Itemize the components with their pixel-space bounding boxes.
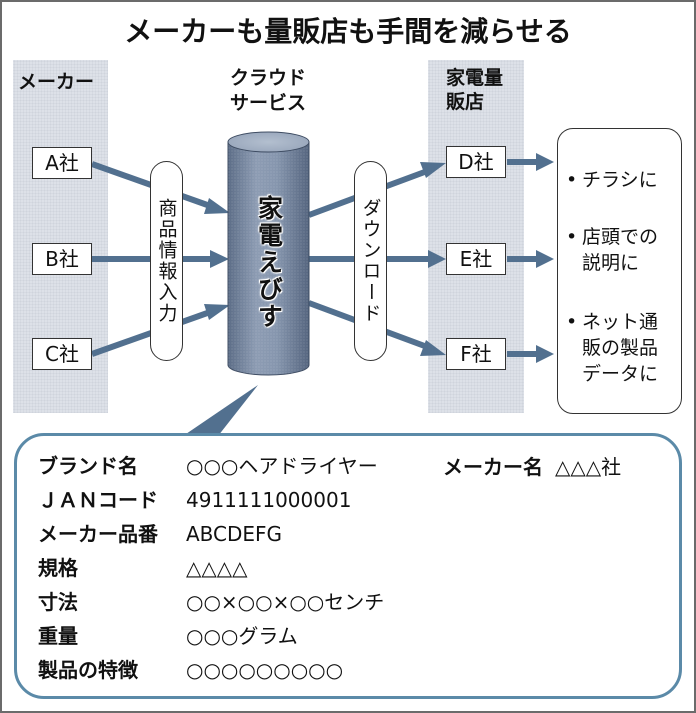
retailers-label-line1: 家電量 xyxy=(446,67,504,89)
bullet: • xyxy=(566,311,578,333)
maker-name-field: メーカー名 △△△社 xyxy=(443,452,621,482)
callout-pointer xyxy=(183,385,258,436)
product-record-panel xyxy=(14,433,682,699)
arrowhead-d-uses xyxy=(536,153,554,171)
arrowhead-f-uses xyxy=(536,345,554,363)
use-item-line: 説明に xyxy=(582,252,640,274)
retailer-box-f: F社 xyxy=(446,338,506,370)
cloud-cylinder xyxy=(227,131,310,376)
retailer-box-d: D社 xyxy=(446,146,506,178)
use-item-line: チラシに xyxy=(582,169,658,191)
field-value: △△△△ xyxy=(186,556,248,580)
cloud-label-line1: クラウド xyxy=(229,67,306,89)
diagram-title: メーカーも量販店も手間を減らせる xyxy=(124,15,572,48)
bullet: • xyxy=(566,226,578,248)
field-value: ○○×○○×○○センチ xyxy=(186,590,385,614)
use-item-line: 販の製品 xyxy=(582,337,659,359)
maker-name-label: メーカー名 xyxy=(443,455,543,479)
maker-box-c: C社 xyxy=(32,338,92,370)
use-item-store: •店頭での 説明に xyxy=(566,224,658,276)
use-item-flyer: •チラシに xyxy=(566,167,658,193)
cloud-service-name: 家電えびす xyxy=(254,195,284,330)
arrowhead-c xyxy=(204,304,230,320)
field-value: ○○○○○○○○○ xyxy=(186,658,344,682)
maker-name-value: △△△社 xyxy=(555,455,622,479)
field-value: ABCDEFG xyxy=(186,522,283,546)
use-item-line: ネット通 xyxy=(582,311,659,333)
arrowhead-e xyxy=(428,250,446,268)
arrowhead-f xyxy=(420,340,446,356)
field-value: 4911111000001 xyxy=(186,488,352,512)
retailers-label-line2: 販店 xyxy=(446,91,485,113)
use-arrows xyxy=(507,153,554,363)
retailer-box-e: E社 xyxy=(446,243,506,275)
arrowhead-d xyxy=(420,162,446,178)
arrowhead-b xyxy=(210,250,229,268)
cloud-label-line2: サービス xyxy=(229,92,306,114)
use-item-online: •ネット通 販の製品 データに xyxy=(566,309,658,387)
field-label: ＪＡＮコード xyxy=(38,488,158,512)
arrowhead-a xyxy=(204,198,230,214)
field-label: 寸法 xyxy=(38,590,78,614)
field-label: 製品の特徴 xyxy=(38,658,138,682)
bullet: • xyxy=(566,169,578,191)
field-label: ブランド名 xyxy=(38,454,138,478)
cloud-column-label: クラウド サービス xyxy=(218,66,318,116)
field-value: ○○○グラム xyxy=(186,624,298,648)
input-pill: 商品情報入力 xyxy=(150,161,183,361)
maker-box-b: B社 xyxy=(32,243,92,275)
makers-column-label: メーカー xyxy=(18,71,95,93)
input-pill-label: 商品情報入力 xyxy=(155,198,178,324)
use-item-line: 店頭での xyxy=(582,226,659,248)
field-label: 規格 xyxy=(38,556,78,580)
field-label: 重量 xyxy=(38,624,78,648)
use-item-line: データに xyxy=(582,363,659,385)
retailers-column-label: 家電量 販店 xyxy=(446,66,503,114)
arrowhead-e-uses xyxy=(536,250,554,268)
cloud-service-name-wrap: 家電えびす xyxy=(228,195,309,330)
download-pill-label: ダウンロード xyxy=(359,198,382,324)
field-label: メーカー品番 xyxy=(38,522,158,546)
download-pill: ダウンロード xyxy=(354,161,387,361)
field-value: ○○○ヘアドライヤー xyxy=(186,454,378,478)
uses-box: •チラシに •店頭での 説明に •ネット通 販の製品 データに xyxy=(557,128,682,414)
maker-box-a: A社 xyxy=(32,147,92,179)
